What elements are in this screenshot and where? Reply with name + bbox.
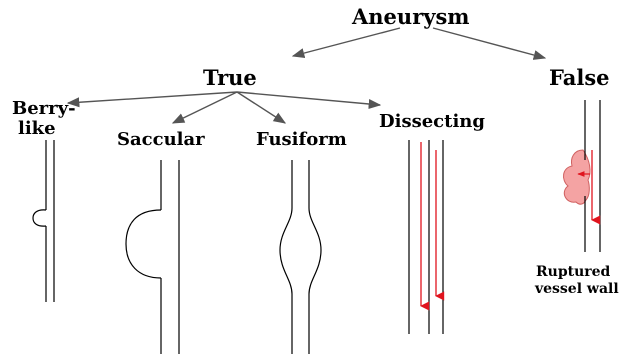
saccular-vessel bbox=[126, 160, 179, 354]
arrow-true-to-dissecting bbox=[237, 92, 380, 105]
label-fusiform: Fusiform bbox=[256, 131, 347, 149]
berry-bulge bbox=[33, 210, 46, 226]
arrow-root-to-true bbox=[293, 28, 400, 56]
arrow-true-to-fusiform bbox=[237, 92, 285, 123]
label-ruptured: Ruptured bbox=[536, 265, 610, 280]
connector-arrows bbox=[68, 28, 545, 123]
fusiform-vessel bbox=[280, 160, 321, 354]
label-berry-line2: like bbox=[18, 120, 56, 138]
label-saccular: Saccular bbox=[117, 131, 205, 149]
false-aneurysm-vessel bbox=[563, 100, 600, 252]
fusiform-right-wall bbox=[309, 160, 321, 354]
label-true: True bbox=[203, 67, 257, 88]
label-berry-line1: Berry- bbox=[12, 100, 76, 118]
label-dissecting: Dissecting bbox=[379, 113, 485, 131]
saccular-sac bbox=[126, 210, 161, 278]
berry-vessel bbox=[33, 140, 54, 302]
arrow-root-to-false bbox=[433, 28, 545, 58]
label-false: False bbox=[549, 67, 610, 88]
label-vessel-wall: vessel wall bbox=[535, 282, 619, 297]
rupture-hematoma bbox=[563, 150, 590, 204]
arrow-true-to-berry bbox=[68, 92, 237, 103]
label-aneurysm: Aneurysm bbox=[352, 6, 470, 27]
fusiform-left-wall bbox=[280, 160, 292, 354]
arrow-true-to-saccular bbox=[173, 92, 237, 123]
dissecting-vessel bbox=[409, 140, 443, 334]
